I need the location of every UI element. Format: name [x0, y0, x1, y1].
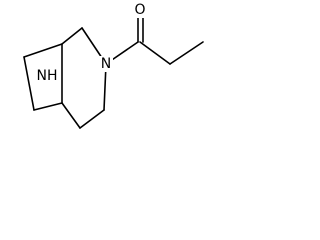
carbonyl-oxygen-bg [133, 2, 147, 18]
bond-c1-c9 [23, 43, 63, 58]
bonds [23, 11, 204, 129]
atom-labels: N NH O [34, 2, 147, 84]
bond-c12-c13 [169, 41, 204, 65]
bridge-nh-label: NH [37, 68, 58, 84]
bond-c9-c10 [23, 56, 35, 111]
bond-c5-c8 [61, 102, 81, 129]
molecule-drawing: N NH O [23, 2, 204, 129]
bond-c10-c8 [33, 102, 63, 111]
structure-canvas: N NH O [0, 0, 210, 148]
ring-nitrogen-bg [99, 56, 113, 72]
bond-c11-c12 [139, 41, 171, 65]
bond-c4-c5 [79, 109, 105, 129]
carbonyl-oxygen-label: O [134, 2, 145, 18]
ring-nitrogen-label: N [101, 56, 111, 72]
bond-c1-c2 [61, 27, 83, 45]
bridge-nh-bg [34, 68, 60, 84]
